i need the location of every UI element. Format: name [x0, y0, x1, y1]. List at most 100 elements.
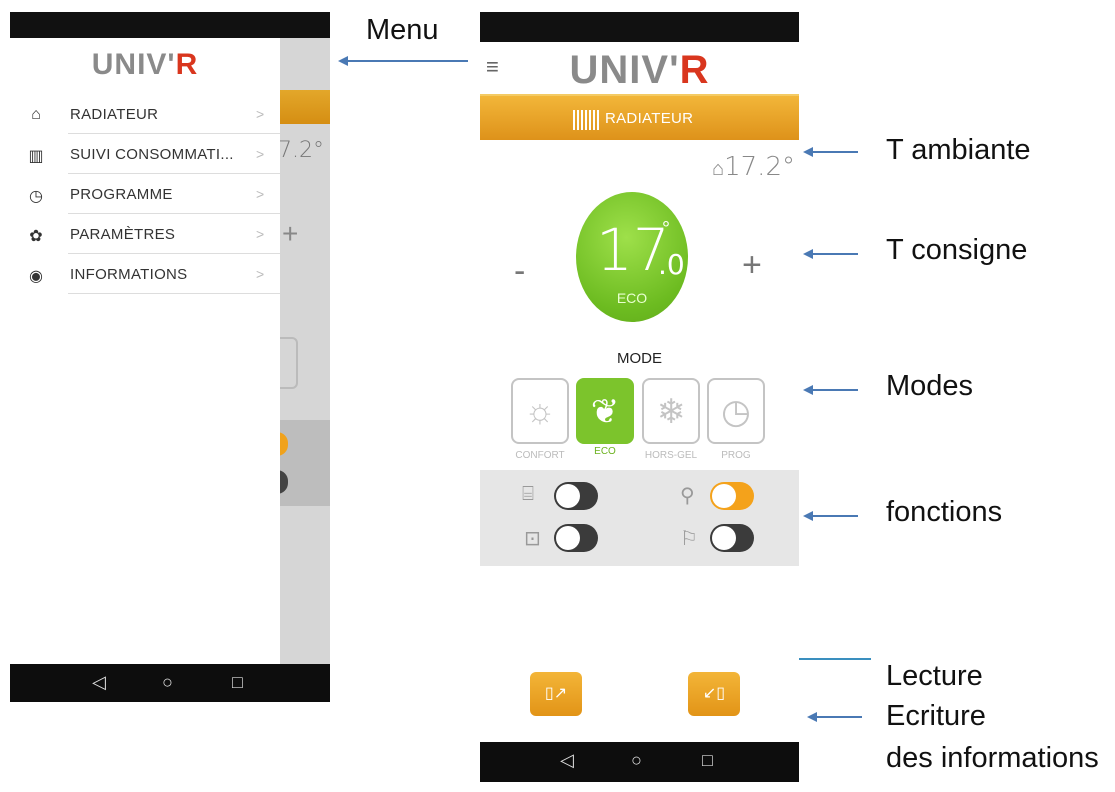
mode-label-confort: CONFORT [515, 450, 565, 461]
home-icon: ⌂ [712, 156, 725, 180]
chevron-right-icon: > [256, 146, 265, 162]
back-icon[interactable]: ◁ [92, 672, 106, 692]
recent-apps-icon[interactable]: □ [232, 672, 243, 692]
detector-toggle[interactable] [710, 524, 754, 552]
android-nav-bar: ◁ ○ □ [10, 664, 330, 702]
degree-symbol: ° [662, 218, 670, 240]
menu-item-radiateur[interactable]: ⌂ RADIATEUR > [10, 94, 280, 134]
bar-chart-icon: ▥ [28, 148, 44, 165]
hamburger-menu-icon[interactable]: ≡ [486, 54, 499, 79]
menu-item-label: RADIATEUR [70, 106, 159, 123]
ambient-temperature: ⌂17.2° [712, 152, 795, 182]
write-info-button[interactable]: ↙▯ [688, 672, 740, 716]
status-bar [10, 12, 330, 38]
mode-hors-gel-button[interactable]: ❄ [642, 378, 700, 444]
presence-toggle[interactable] [710, 482, 754, 510]
clock-program-icon: ◷ [721, 393, 751, 431]
setpoint-mode-label: ECO [616, 290, 648, 306]
open-window-icon: ⌸ [522, 483, 534, 505]
phone-read-icon: ▯↗ [544, 685, 568, 702]
home-icon: ⌂ [31, 106, 41, 123]
mode-title: MODE [617, 350, 662, 367]
arrow-head [338, 56, 348, 66]
gear-icon: ✿ [29, 228, 43, 245]
app-logo: UNIV'R [10, 48, 280, 82]
menu-item-label: SUIVI CONSOMMATI... [70, 146, 234, 163]
toggle-knob [712, 526, 736, 550]
android-nav-bar: ◁ ○ □ [480, 742, 799, 782]
arrow-write [816, 716, 862, 718]
toggle-knob [556, 526, 580, 550]
increase-setpoint-button[interactable]: + [742, 246, 762, 284]
home-circle-icon[interactable]: ○ [162, 672, 173, 692]
dimmed-plus: + [282, 218, 299, 249]
mode-confort-button[interactable]: ☼ [511, 378, 569, 444]
annotation-setpoint: T consigne [886, 234, 1028, 266]
arrow-head [803, 249, 813, 259]
recent-apps-icon[interactable]: □ [702, 750, 713, 770]
right-phone-screen: ≡ UNIV'R RADIATEUR ⌂17.2° - 17 ° .0 ECO … [480, 12, 799, 790]
arrow-head [803, 147, 813, 157]
menu-item-suivi-consommation[interactable]: ▥ SUIVI CONSOMMATI... > [10, 134, 280, 174]
mode-label-hors-gel: HORS-GEL [644, 450, 698, 461]
arrow-ambient [812, 151, 858, 153]
window-detection-toggle[interactable] [554, 482, 598, 510]
annotation-functions: fonctions [886, 496, 1003, 528]
mode-prog-button[interactable]: ◷ [707, 378, 765, 444]
menu-item-label: PROGRAMME [70, 186, 173, 203]
presence-icon: ⚲ [680, 485, 695, 507]
menu-item-parametres[interactable]: ✿ PARAMÈTRES > [10, 214, 280, 254]
annotation-menu: Menu [366, 14, 439, 46]
ambient-temperature-value: 17.2° [724, 152, 795, 182]
arrow-head [807, 712, 817, 722]
toggle-knob [712, 484, 736, 508]
decrease-setpoint-button[interactable]: - [514, 252, 526, 290]
menu-item-label: INFORMATIONS [70, 266, 188, 283]
dimmed-radiator-band [280, 90, 330, 124]
menu-item-informations[interactable]: ◉ INFORMATIONS > [10, 254, 280, 294]
divider [68, 293, 280, 294]
setpoint-dial: 17 ° .0 ECO [576, 192, 688, 322]
read-info-button[interactable]: ▯↗ [530, 672, 582, 716]
radiator-label: RADIATEUR [605, 110, 694, 127]
radiator-icon [573, 110, 599, 130]
presence-detector-icon: ⚐ [680, 528, 698, 550]
user-info-icon: ◉ [29, 268, 43, 285]
setpoint-decimal: .0 [658, 248, 685, 281]
navigation-drawer: UNIV'R ⌂ RADIATEUR > ▥ SUIVI CONSOMMATI.… [10, 38, 280, 664]
radiator-header-band: RADIATEUR [480, 94, 799, 140]
annotation-modes: Modes [886, 370, 974, 402]
annotation-ambient: T ambiante [886, 134, 1031, 166]
divider [68, 133, 280, 134]
back-icon[interactable]: ◁ [560, 750, 574, 770]
clock-program-icon: ◷ [29, 188, 43, 205]
sun-icon: ☼ [524, 392, 556, 430]
leaf-icon: ❦ [590, 393, 620, 431]
annotation-read: Lecture [886, 660, 983, 692]
app-logo: UNIV'R [480, 48, 799, 93]
mode-label-prog: PROG [721, 450, 751, 461]
arrow-functions [812, 515, 858, 517]
lock-toggle[interactable] [554, 524, 598, 552]
divider [68, 213, 280, 214]
dimmed-functions-panel [280, 420, 330, 506]
menu-item-programme[interactable]: ◷ PROGRAMME > [10, 174, 280, 214]
arrow-modes [812, 389, 858, 391]
chevron-right-icon: > [256, 226, 265, 242]
functions-panel: ⌸ ⚲ ⊡ ⚐ [480, 470, 799, 566]
status-bar [480, 12, 799, 42]
menu-item-label: PARAMÈTRES [70, 226, 176, 243]
phone-write-icon: ↙▯ [702, 685, 726, 702]
mode-label-eco: ECO [594, 446, 616, 457]
logo-text: UNIV' [569, 48, 680, 92]
annotation-write-detail: des informations [886, 742, 1099, 774]
divider [68, 253, 280, 254]
home-circle-icon[interactable]: ○ [631, 750, 642, 770]
chevron-right-icon: > [256, 186, 265, 202]
chevron-right-icon: > [256, 106, 265, 122]
dimmed-app-background[interactable] [280, 38, 330, 664]
mode-eco-button[interactable]: ❦ [576, 378, 634, 444]
setpoint-integer: 17 [596, 216, 670, 284]
arrow-head [803, 511, 813, 521]
logo-text: UNIV' [91, 48, 176, 81]
